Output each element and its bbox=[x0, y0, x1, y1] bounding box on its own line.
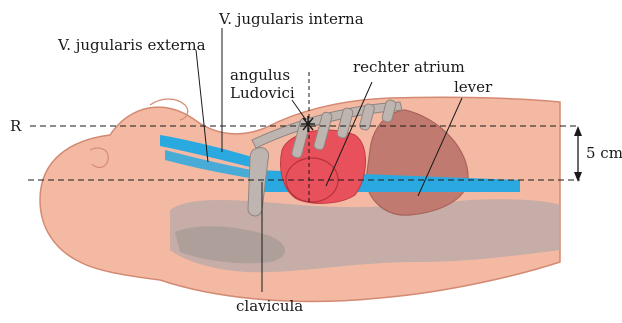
label-lever: lever bbox=[454, 78, 493, 96]
label-angulus: angulus bbox=[230, 66, 290, 84]
label-ludovici: Ludovici bbox=[230, 84, 295, 102]
angulus-asterisk bbox=[301, 116, 315, 132]
label-5cm: 5 cm bbox=[586, 144, 622, 162]
distance-arrow bbox=[574, 126, 582, 182]
label-v-jugularis-interna: V. jugularis interna bbox=[218, 10, 364, 28]
label-rechter-atrium: rechter atrium bbox=[353, 58, 465, 76]
label-v-jugularis-externa: V. jugularis externa bbox=[57, 36, 206, 54]
label-clavicula: clavicula bbox=[236, 297, 303, 315]
label-r: R bbox=[10, 117, 22, 135]
